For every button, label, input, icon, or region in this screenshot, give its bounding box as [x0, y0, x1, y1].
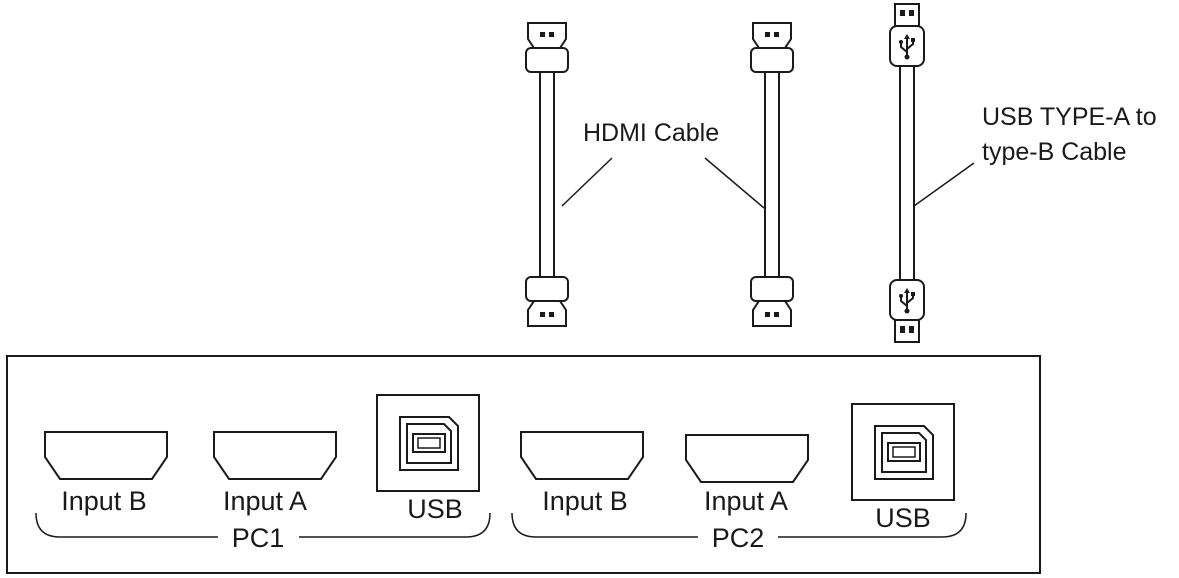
- hdmi-plug-icon: [750, 22, 794, 73]
- pc1-input-a-label: Input A: [223, 486, 307, 516]
- hdmi-port-icon: [213, 431, 337, 480]
- usb-leader-line: [913, 162, 975, 207]
- pc1-group-brace: [35, 512, 491, 538]
- hdmi-port-icon: [520, 431, 644, 480]
- usb-b-port-icon: [376, 394, 480, 492]
- usb-cable-label-line1: USB TYPE-A to: [982, 103, 1157, 131]
- hdmi-cable-label: HDMI Cable: [583, 119, 719, 147]
- pc1-usb-label: USB: [407, 494, 463, 524]
- hdmi-plug-icon: [750, 276, 794, 327]
- pc2-input-b-label: Input B: [542, 486, 628, 516]
- hdmi-port-icon: [44, 431, 168, 480]
- pc2-group-label: PC2: [712, 523, 765, 553]
- usb-b-port-icon: [851, 403, 955, 501]
- usb-cable-label-line2: type-B Cable: [982, 138, 1127, 166]
- usb-type-b-tip: [894, 319, 920, 343]
- usb-cable: [889, 3, 925, 343]
- hdmi-cable-2: [750, 22, 794, 327]
- pc2-usb-label: USB: [875, 503, 931, 533]
- hdmi-cable-1: [525, 22, 569, 327]
- usb-type-a-tip: [894, 3, 920, 27]
- hdmi-leader-line-1: [561, 157, 613, 207]
- pc2-group-brace: [511, 512, 967, 538]
- hdmi-plug-icon: [525, 276, 569, 327]
- hdmi-port-icon: [685, 434, 809, 483]
- hdmi-plug-icon: [525, 22, 569, 73]
- pc1-input-b-label: Input B: [61, 486, 147, 516]
- pc2-input-a-label: Input A: [704, 486, 788, 516]
- pc1-group-label: PC1: [232, 523, 285, 553]
- hdmi-leader-line-2: [704, 157, 765, 209]
